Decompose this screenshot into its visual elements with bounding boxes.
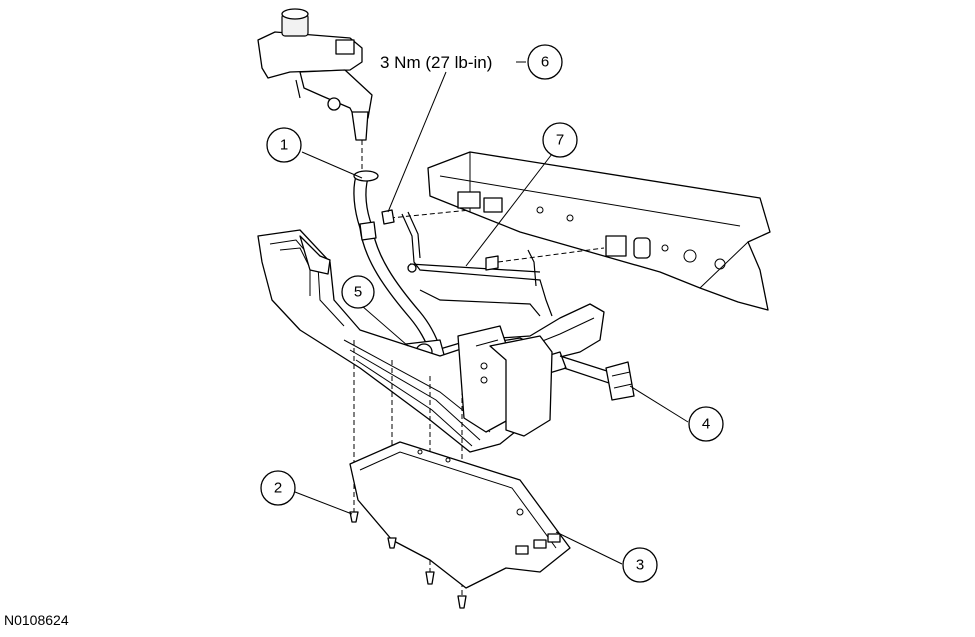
svg-text:6: 6 [541, 54, 549, 71]
svg-text:3: 3 [636, 557, 644, 574]
figure-id: N0108624 [4, 612, 69, 628]
callout-3: 3 [622, 547, 658, 583]
svg-text:5: 5 [354, 284, 362, 301]
callout-1: 1 [266, 127, 302, 163]
svg-text:4: 4 [702, 416, 710, 433]
callout-7: 7 [542, 122, 578, 158]
callout-2: 2 [260, 470, 296, 506]
torque-spec-label: 3 Nm (27 lb-in) [380, 53, 492, 72]
callout-6: 6 [527, 44, 563, 80]
svg-text:7: 7 [556, 132, 564, 149]
clip [605, 361, 635, 401]
svg-text:2: 2 [274, 480, 282, 497]
leader-lines [294, 61, 689, 565]
frame-rail [427, 151, 771, 311]
hose [353, 170, 441, 353]
callout-5: 5 [341, 275, 375, 309]
fluid-reservoir [257, 8, 373, 170]
svg-text:1: 1 [280, 137, 288, 154]
bolts [349, 511, 467, 609]
callout-4: 4 [688, 406, 724, 442]
splash-shield [349, 441, 571, 589]
fluid-cooler [257, 229, 553, 453]
